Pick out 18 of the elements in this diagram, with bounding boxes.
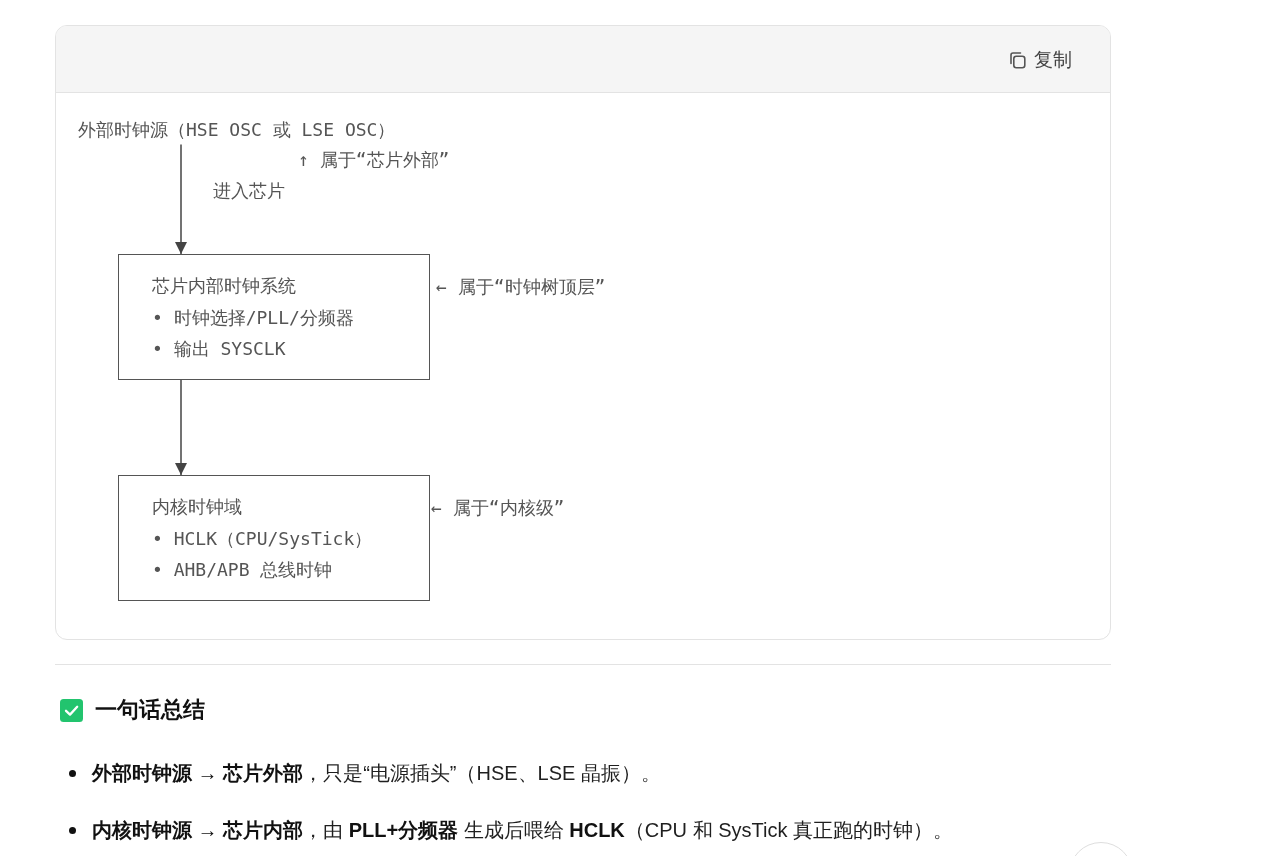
copy-button: 复制	[1006, 46, 1074, 74]
node-label: 外部时钟源（HSE OSC 或 LSE OSC）	[78, 113, 396, 145]
summary-text: 内核时钟源 → 芯片内部，由 PLL+分频器 生成后喂给 HCLK（CPU 和 SysTick 真正跑的时钟）。	[92, 818, 953, 843]
process-box	[118, 475, 430, 601]
annotation-text: ↑ 属于“芯片外部”	[298, 147, 450, 172]
annotation-text: ← 属于“时钟树顶层”	[436, 274, 606, 299]
list-item: • 输出 SYSCLK	[152, 337, 287, 361]
box-title: 内核时钟域	[152, 495, 243, 519]
list-item: • AHB/APB 总线时钟	[152, 558, 334, 582]
arrow	[175, 379, 187, 476]
box-title: 芯片内部时钟系统	[152, 274, 297, 298]
annotation-text: ← 属于“内核级”	[431, 495, 565, 520]
list-item: • 时钟选择/PLL/分频器	[152, 305, 355, 330]
list-item: • HCLK（CPU/SysTick）	[152, 526, 374, 551]
section-heading: 一句话总结	[95, 696, 205, 724]
summary-text: 外部时钟源 → 芯片外部，只是“电源插头”（HSE、LSE 晶振）。	[92, 761, 661, 786]
process-box	[118, 254, 430, 380]
arrow	[175, 143, 187, 255]
